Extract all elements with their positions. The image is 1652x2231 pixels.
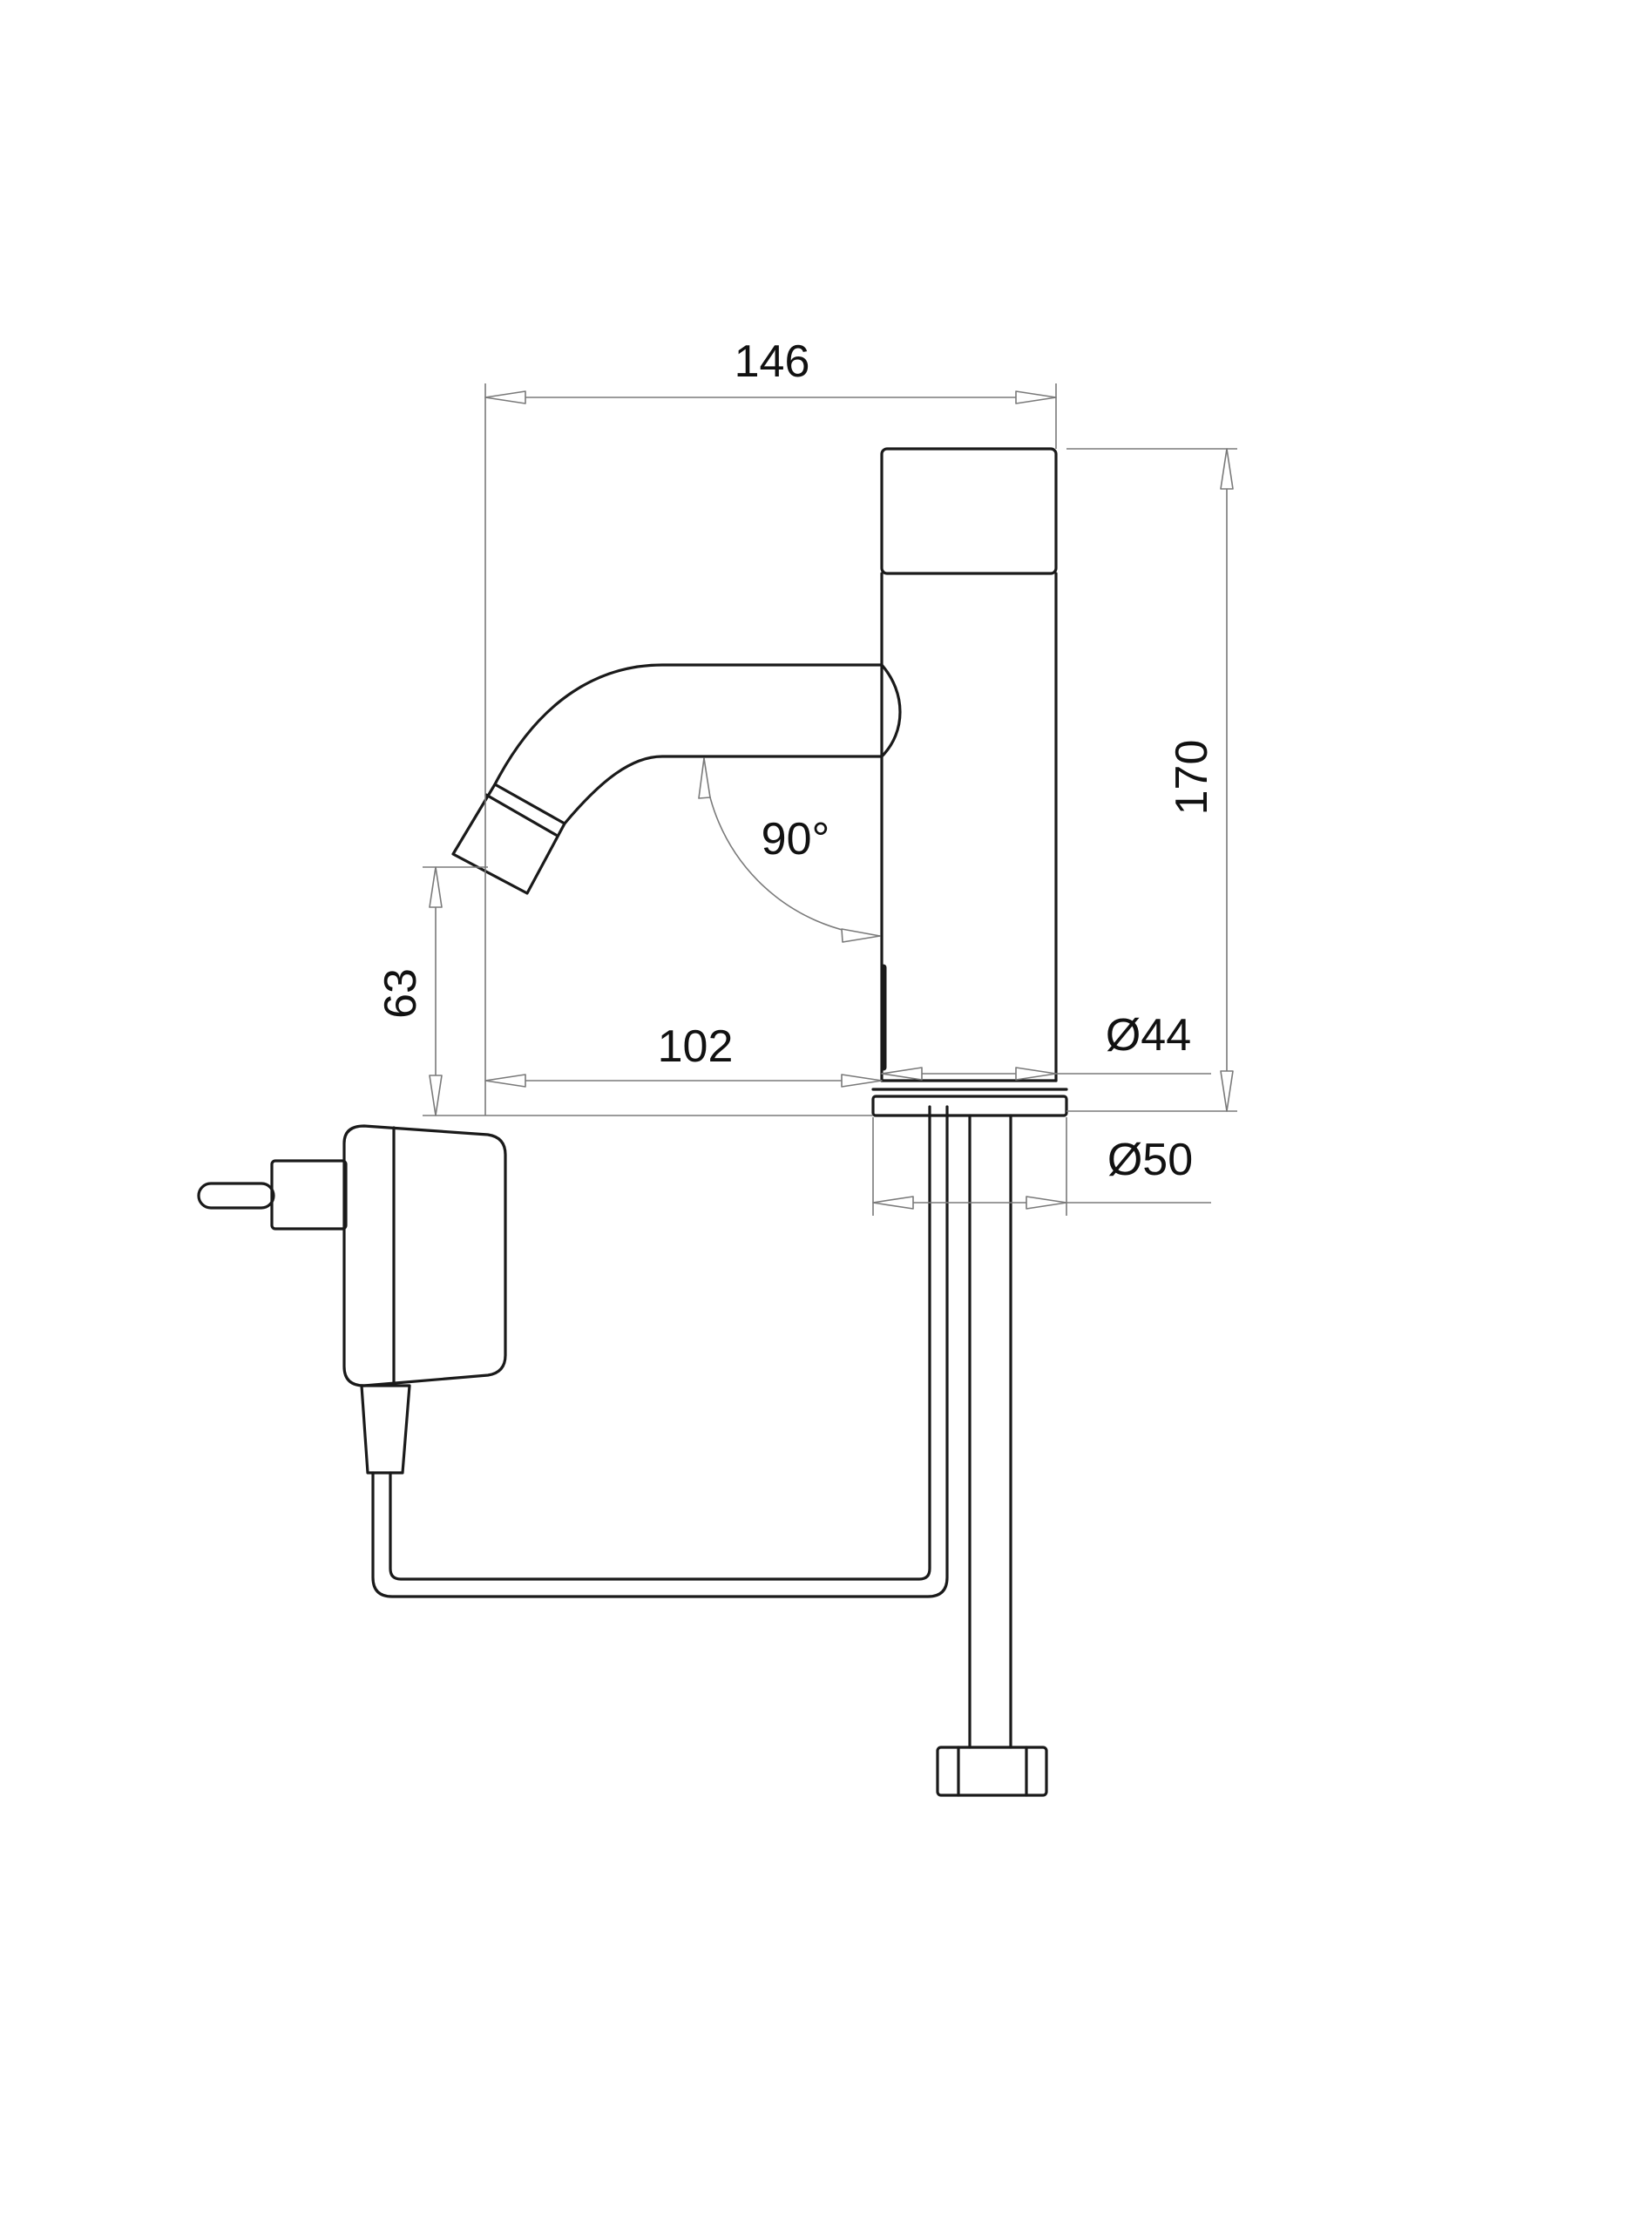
connection-nut bbox=[936, 1746, 1048, 1797]
dim-label-height: 170 bbox=[1167, 740, 1217, 816]
spout-inner bbox=[563, 755, 884, 825]
arrow-102-left bbox=[484, 1074, 526, 1088]
arrow-170-bottom bbox=[1220, 1070, 1234, 1112]
aerator-line bbox=[484, 793, 558, 837]
adapter-housing bbox=[342, 1124, 507, 1387]
dim-label-spout-reach: 102 bbox=[658, 1021, 734, 1072]
spout-joint bbox=[880, 663, 902, 758]
arrow-50-right bbox=[1026, 1196, 1067, 1210]
faucet-cap bbox=[880, 447, 1058, 575]
arrow-angle-bottom bbox=[841, 928, 881, 943]
arrow-50-left bbox=[872, 1196, 914, 1210]
arrow-44-right bbox=[1015, 1067, 1057, 1081]
power-cable-inner bbox=[389, 1105, 931, 1581]
arrow-44-left bbox=[881, 1067, 923, 1081]
plug-pin bbox=[197, 1182, 275, 1210]
dim-label-overall-width: 146 bbox=[735, 336, 810, 387]
dim-label-body-diameter: Ø44 bbox=[1106, 1010, 1191, 1061]
arrow-146-right bbox=[1015, 390, 1057, 404]
dimensions: 146 170 90° 63 102 Ø44 bbox=[376, 336, 1237, 1216]
faucet bbox=[451, 447, 1068, 1797]
strain-relief bbox=[360, 1384, 411, 1475]
spout-outer bbox=[493, 663, 884, 786]
arrow-angle-top bbox=[698, 757, 711, 799]
dim-label-spout-angle: 90° bbox=[762, 814, 830, 865]
power-cable bbox=[371, 1105, 949, 1598]
base-flange bbox=[871, 1095, 1068, 1117]
arrow-63-bottom bbox=[429, 1075, 443, 1116]
power-adapter bbox=[197, 1105, 949, 1598]
plug-collar bbox=[270, 1159, 348, 1231]
arrow-63-top bbox=[429, 866, 443, 908]
dim-label-spout-height: 63 bbox=[376, 968, 426, 1019]
arrow-146-left bbox=[484, 390, 526, 404]
arrow-170-top bbox=[1220, 448, 1234, 490]
dim-label-base-diameter: Ø50 bbox=[1107, 1135, 1193, 1185]
arrow-102-right bbox=[841, 1074, 883, 1088]
aerator bbox=[451, 783, 566, 895]
